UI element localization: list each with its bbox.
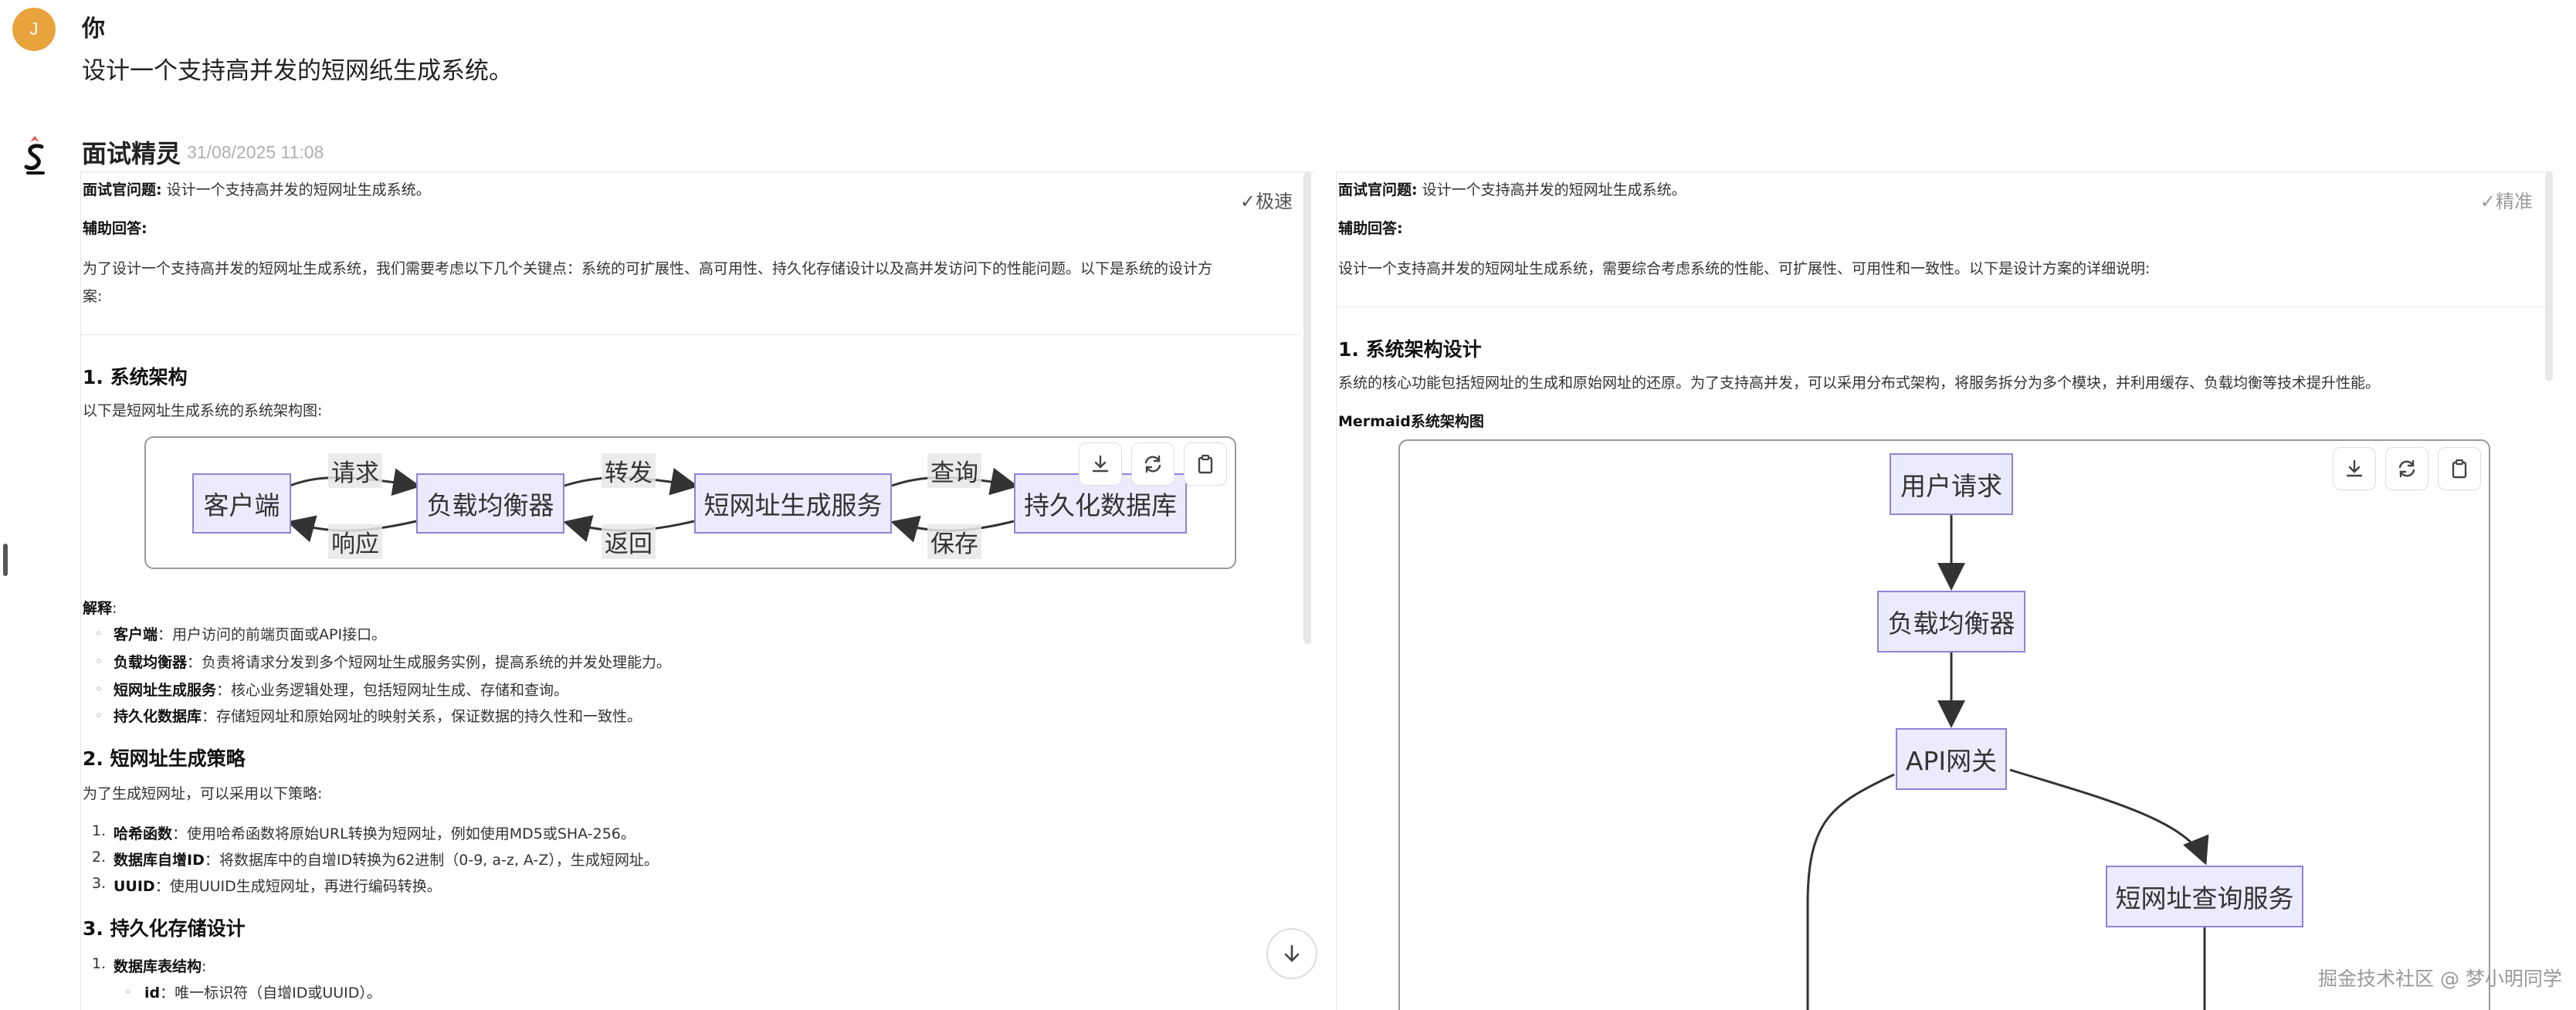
section-title: 2. 短网址生成策略	[83, 747, 246, 770]
scrollbar[interactable]	[2545, 171, 2553, 381]
section-title: 1. 系统架构	[83, 366, 188, 388]
refresh-icon	[2398, 459, 2415, 478]
list-item: 短网址生成服务：核心业务逻辑处理，包括短网址生成、存储和查询。	[114, 682, 569, 699]
refresh-button[interactable]	[2385, 447, 2429, 490]
list-item: UUID：使用UUID生成短网址，再进行编码转换。	[114, 878, 442, 895]
user-question: 设计一个支持高并发的短网纸生成系统。	[82, 57, 513, 85]
intro-line: 设计一个支持高并发的短网址生成系统，需要综合考虑系统的性能、可扩展性、可用性和一…	[1338, 260, 2151, 277]
diagram-node: 负载均衡器	[1877, 591, 2025, 652]
diagram-node: 短网址查询服务	[2106, 866, 2303, 927]
intro-line-1: 为了设计一个支持高并发的短网址生成系统，我们需要考虑以下几个关键点：系统的可扩展…	[83, 260, 1213, 277]
list-item: 持久化数据库：存储短网址和原始网址的映射关系，保证数据的持久性和一致性。	[114, 708, 642, 725]
diagram-node: 持久化数据库	[1014, 473, 1187, 534]
bot-timestamp: 31/08/2025 11:08	[187, 142, 324, 162]
user-name: 你	[82, 15, 105, 42]
download-button[interactable]	[2333, 447, 2376, 490]
divider	[81, 334, 1301, 335]
bot-name: 面试精灵	[82, 139, 181, 168]
edge-label: 返回	[602, 524, 656, 559]
list-item: id：唯一标识符（自增ID或UUID）。	[144, 985, 381, 1002]
edge-label: 请求	[328, 453, 382, 488]
mermaid-diagram: 用户请求 负载均衡器 API网关 短网址查询服务	[1398, 439, 2490, 1010]
section-desc: 为了生成短网址，可以采用以下策略:	[83, 785, 323, 802]
edge-label: 保存	[927, 524, 981, 559]
list-item: 哈希函数：使用哈希函数将原始URL转换为短网址，例如使用MD5或SHA-256。	[114, 825, 636, 842]
check-icon: ✓	[2479, 191, 2496, 212]
list-item: 数据库自增ID：将数据库中的自增ID转换为62进制（0-9, a-z, A-Z）…	[114, 852, 659, 869]
section-title: 3. 持久化存储设计	[83, 917, 246, 940]
bot-logo-icon	[24, 136, 45, 175]
section-desc: 系统的核心功能包括短网址的生成和原始网址的还原。为了支持高并发，可以采用分布式架…	[1338, 375, 2381, 391]
diagram-edges	[1806, 515, 2209, 1010]
diagram-node: 用户请求	[1890, 453, 2013, 515]
watermark: 掘金技术社区 @ 梦小明同学	[2318, 968, 2562, 990]
edge-label: 查询	[927, 453, 981, 488]
download-icon	[1092, 455, 1109, 473]
section-desc: 以下是短网址生成系统的系统架构图:	[83, 402, 323, 419]
user-avatar: J	[12, 8, 56, 51]
question-line: 面试官问题: 设计一个支持高并发的短网址生成系统。	[1338, 181, 1686, 198]
answer-label: 辅助回答:	[1338, 220, 1403, 237]
download-icon	[2346, 459, 2363, 477]
diagram-node: 客户端	[192, 473, 291, 534]
copy-button[interactable]	[2438, 447, 2481, 490]
list-item: 数据库表结构:	[114, 958, 207, 975]
edge-label: 响应	[328, 524, 382, 559]
scroll-down-button[interactable]	[1266, 928, 1317, 979]
mermaid-label: Mermaid系统架构图	[1338, 413, 1484, 430]
question-line: 面试官问题: 设计一个支持高并发的短网址生成系统。	[83, 181, 431, 198]
copy-button[interactable]	[1184, 442, 1227, 486]
explain-label: 解释:	[83, 600, 117, 617]
refresh-icon	[1144, 455, 1161, 473]
answer-label: 辅助回答:	[83, 220, 147, 237]
mode-badge-accurate[interactable]: ✓精准	[2479, 191, 2533, 212]
diagram-node: API网关	[1896, 728, 2007, 790]
mode-badge-fast[interactable]: ✓极速	[1239, 191, 1293, 212]
check-icon: ✓	[1239, 191, 1256, 212]
architecture-diagram: 客户端 负载均衡器 短网址生成服务 持久化数据库 请求 转发 查询 响应 返回 …	[144, 436, 1236, 569]
answer-panel-accurate: ✓精准 面试官问题: 设计一个支持高并发的短网址生成系统。 辅助回答: 设计一个…	[1336, 171, 2554, 1010]
diagram-node: 短网址生成服务	[694, 473, 892, 534]
clipboard-icon	[1198, 454, 1213, 474]
list-item: 客户端：用户访问的前端页面或API接口。	[114, 626, 387, 643]
clipboard-icon	[2452, 459, 2467, 479]
edge-label: 转发	[602, 453, 656, 488]
download-button[interactable]	[1079, 442, 1122, 486]
section-title: 1. 系统架构设计	[1338, 338, 1482, 361]
arrow-down-icon	[1284, 944, 1300, 962]
list-item: 负载均衡器：负责将请求分发到多个短网址生成服务实例，提高系统的并发处理能力。	[114, 654, 672, 671]
refresh-button[interactable]	[1131, 442, 1174, 486]
intro-line-2: 案:	[83, 288, 103, 305]
diagram-node: 负载均衡器	[416, 473, 564, 534]
scrollbar[interactable]	[1303, 171, 1311, 644]
answer-panel-fast: ✓极速 面试官问题: 设计一个支持高并发的短网址生成系统。 辅助回答: 为了设计…	[80, 171, 1314, 1010]
sidebar-drag-handle[interactable]	[3, 544, 8, 576]
